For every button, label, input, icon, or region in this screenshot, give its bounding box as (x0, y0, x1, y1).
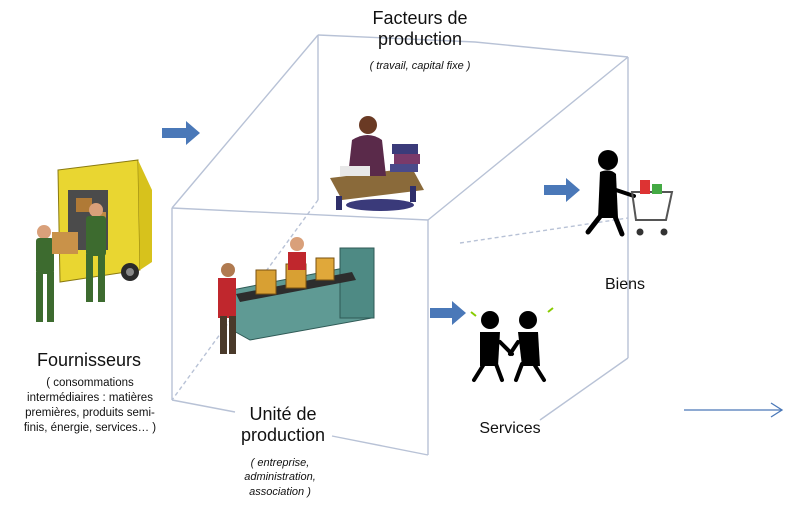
fournisseurs-description: ( consommations intermédiaires : matière… (10, 376, 170, 436)
thin-arrow (684, 402, 784, 418)
fournisseurs-desc-line-4: finis, énergie, services… ) (23, 421, 157, 434)
unite-sub-line-3: association ) (249, 485, 311, 498)
facteurs-title-line2: production (377, 28, 463, 49)
unite-subtitle: ( entreprise, administration, associatio… (205, 456, 355, 499)
fournisseurs-desc-line-3: premières, produits semi- (25, 406, 155, 419)
flow-arrow-services (430, 301, 466, 325)
shopper-cart-icon (585, 150, 674, 237)
unite-title: Unité de production (208, 404, 358, 445)
facteurs-title-line1: Facteurs de (372, 8, 468, 28)
facteurs-subtitle: ( travail, capital fixe ) (369, 60, 471, 72)
production-box-outline (171, 34, 629, 456)
handshake-figures-icon (470, 307, 554, 382)
assembly-line-icon (218, 237, 375, 354)
unite-sub-line-1: ( entreprise, (250, 457, 310, 469)
fournisseurs-desc-line-1: ( consommations (46, 377, 134, 389)
unite-title-line2: production (240, 424, 326, 445)
unite-sub-line-2: administration, (244, 471, 316, 484)
biens-label: Biens (604, 276, 646, 293)
fournisseurs-title: Fournisseurs (36, 350, 142, 370)
flow-arrow-input (162, 121, 200, 145)
desk-worker-icon (330, 116, 424, 211)
unite-title-line1: Unité de (249, 404, 317, 424)
flow-arrow-biens (544, 178, 580, 202)
fournisseurs-desc-line-2: intermédiaires : matières (27, 391, 153, 404)
delivery-truck-icon (36, 159, 152, 322)
facteurs-title: Facteurs de production (345, 8, 495, 49)
services-label: Services (479, 420, 541, 437)
